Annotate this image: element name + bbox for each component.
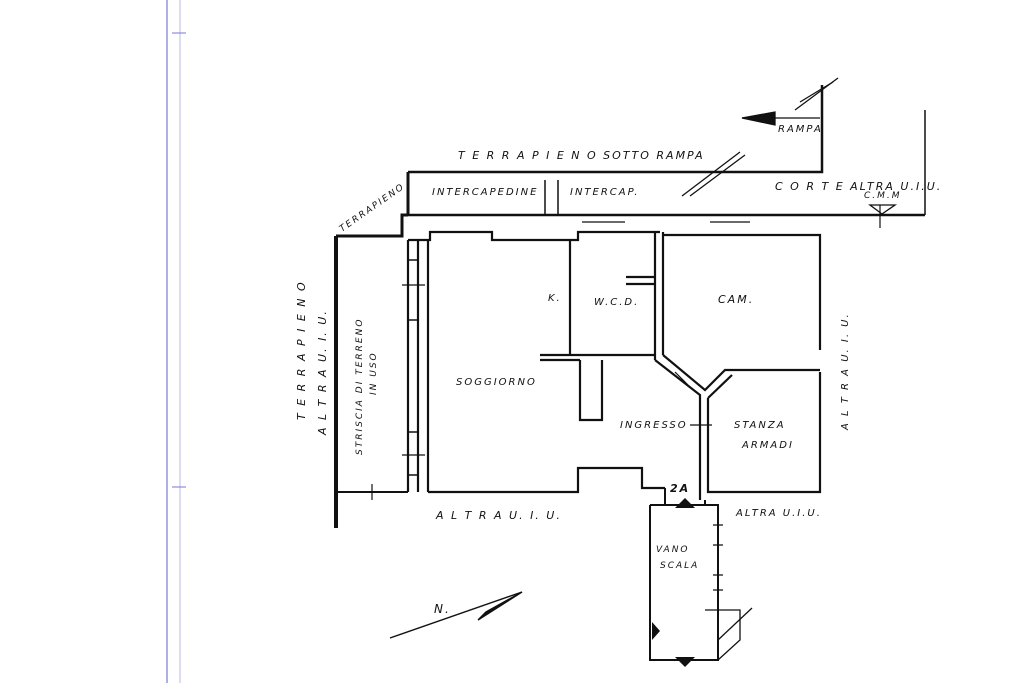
label-altra-uiu-left: A L T R A U. I. U. bbox=[316, 309, 329, 436]
label-terrapieno-diag: TERRAPIENO bbox=[338, 182, 407, 235]
label-intercapedine: INTERCAPEDINE bbox=[432, 187, 538, 198]
level-marker bbox=[652, 204, 898, 667]
label-wcd: W.C.D. bbox=[594, 297, 639, 308]
ramp bbox=[741, 77, 839, 126]
label-vano: VANO bbox=[656, 545, 690, 555]
ramp-hatch bbox=[681, 151, 746, 197]
label-scala: SCALA bbox=[660, 561, 699, 571]
label-cam: CAM. bbox=[718, 293, 754, 306]
label-stanza: STANZA bbox=[734, 420, 786, 431]
label-altra-uiu-bottom-right: ALTRA U.I.U. bbox=[735, 508, 822, 519]
label-striscia-1: STRISCIA DI TERRENO bbox=[355, 318, 365, 455]
label-rampa: RAMPA bbox=[778, 124, 823, 135]
label-armadi: ARMADI bbox=[741, 440, 794, 451]
openings bbox=[371, 205, 881, 500]
label-intercap: INTERCAP. bbox=[570, 187, 639, 198]
label-soggiorno: SOGGIORNO bbox=[456, 377, 537, 388]
outer-walls bbox=[334, 85, 926, 528]
interior-walls bbox=[406, 230, 822, 500]
label-north: N. bbox=[434, 602, 451, 616]
label-striscia-2: IN USO bbox=[369, 351, 379, 395]
label-k: K. bbox=[548, 293, 562, 304]
label-altra-uiu-right: A L T R A U. I. U. bbox=[840, 312, 851, 431]
label-corte: C O R T E ALTRA U.I.U. bbox=[775, 180, 942, 193]
room-labels: T E R R A P I E N O SOTTO RAMPA RAMPA C … bbox=[295, 124, 942, 616]
label-level: 2A bbox=[670, 482, 690, 495]
label-ingresso: INGRESSO bbox=[620, 420, 688, 431]
label-altra-uiu-bottom: A L T R A U. I. U. bbox=[435, 509, 562, 522]
north-arrow-icon bbox=[389, 591, 523, 639]
label-cm: C.M.M bbox=[864, 191, 902, 201]
margin-rule bbox=[166, 0, 186, 683]
label-terrapieno-left: T E R R A P I E N O bbox=[295, 280, 308, 420]
label-terrapieno-sotto-rampa: T E R R A P I E N O SOTTO RAMPA bbox=[458, 149, 705, 162]
stair-well bbox=[649, 488, 753, 661]
